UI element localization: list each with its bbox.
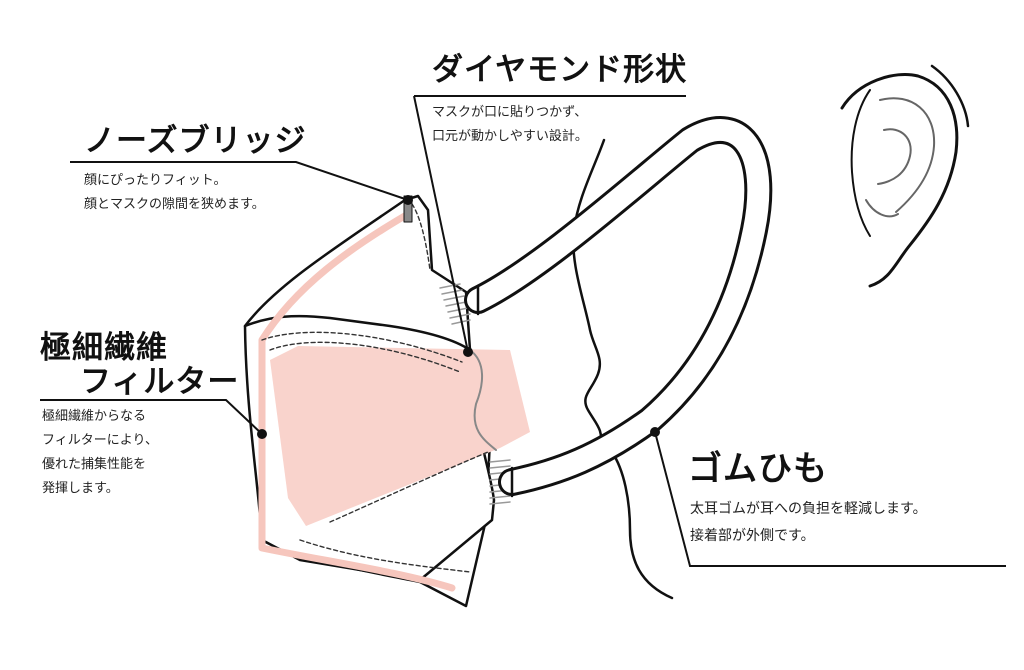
description-line: 太耳ゴムが耳への負担を軽減します。 [690,501,927,517]
ear-icon [840,64,970,288]
description-line: マスクが口に貼りつかず、 [432,105,588,120]
ear-loop [464,116,773,498]
filter-title-line2: フィルター [80,364,240,400]
callout-dots [257,195,660,439]
description-line: 顔にぴったりフィット。 [84,173,227,188]
elastic-band-description: 太耳ゴムが耳への負担を軽減します。 接着部が外側です。 [690,496,927,550]
description-line: フィルターにより、 [42,433,158,448]
description-line: 接着部が外側です。 [690,528,815,544]
callout-leaders [40,95,1006,567]
nose-bridge-description: 顔にぴったりフィット。 顔とマスクの隙間を狭めます。 [84,169,265,217]
description-line: 発揮します。 [42,481,119,496]
diamond-shape-title: ダイヤモンド形状 [432,52,688,88]
elastic-band-title: ゴムひも [688,449,828,489]
diamond-shape-description: マスクが口に貼りつかず、 口元が動かしやすい設計。 [432,101,588,149]
nose-bridge-title: ノーズブリッジ [84,123,307,159]
filter-area [270,346,530,526]
description-line: 口元が動かしやすい設計。 [432,129,588,144]
description-line: 優れた捕集性能を [42,457,147,472]
mask-icon [243,194,530,608]
filter-description: 極細繊維からなる フィルターにより、 優れた捕集性能を 発揮します。 [42,405,158,501]
face-profile-icon [572,138,674,600]
filter-title-line1: 極細繊維 [40,330,168,366]
description-line: 顔とマスクの隙間を狭めます。 [84,197,265,212]
description-line: 極細繊維からなる [42,409,147,424]
